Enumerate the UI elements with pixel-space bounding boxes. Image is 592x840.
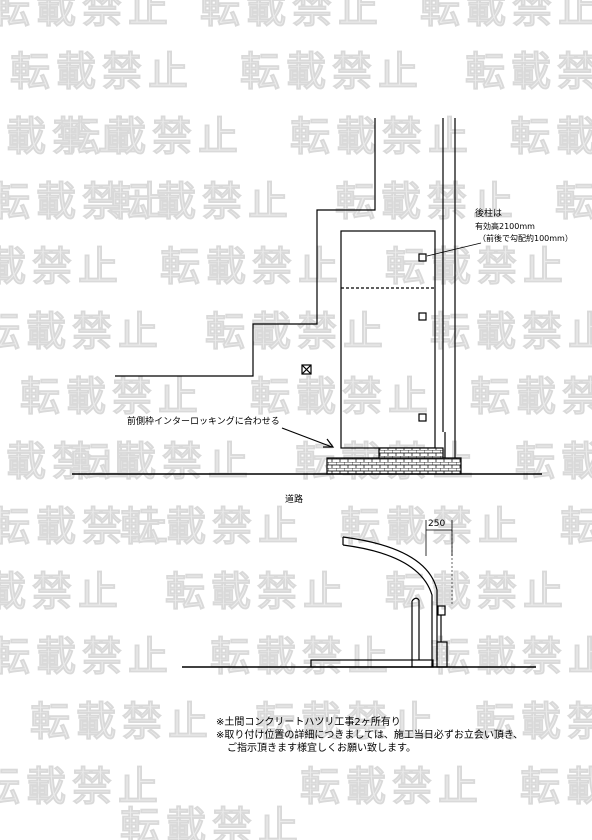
watermark-text: 転載禁止: [510, 114, 592, 160]
watermark-text: 転載禁止: [520, 764, 592, 810]
watermark-text: 転載禁止: [430, 634, 592, 680]
crossed-marker-line: [301, 364, 312, 375]
watermark-text: 転載禁止: [240, 49, 424, 95]
watermark-text: 転載禁止: [70, 439, 254, 485]
crossed-marker: [301, 364, 312, 375]
road-label: 道路: [285, 493, 303, 505]
elevation-view: [182, 520, 536, 668]
front-post-cap: [411, 597, 420, 602]
watermark-text: 転載禁止: [0, 569, 124, 615]
watermark-text: 転載禁止: [420, 0, 592, 32]
curved-roof: [342, 536, 438, 667]
watermark-text: 転載禁止: [205, 309, 389, 355]
plan-labels: 後柱は 有効高2100mm （前後で勾配約100mm） 前側枠インターロッキング…: [127, 207, 573, 505]
watermark-text: 転載禁止: [20, 374, 204, 420]
note-line-2: ※取り付け位置の詳細につきましては、施工当日必ずお立会い頂き、: [216, 728, 523, 741]
interlocking-block: [326, 457, 462, 475]
watermark-text: 転載禁止: [0, 764, 164, 810]
rear-post-leader: [426, 242, 482, 257]
notes: ※土間コンクリートハツリ工事2ヶ所有り ※取り付け位置の詳細につきましては、施工…: [216, 715, 523, 754]
plan-view: [72, 118, 542, 475]
watermark-text: 転載禁止: [120, 804, 304, 840]
watermark-text: 転載禁止: [385, 244, 569, 290]
watermark-text: 転載禁止: [300, 764, 484, 810]
watermark-text: 転載禁止: [290, 114, 474, 160]
watermark-text: 転載禁止: [0, 504, 174, 550]
watermark-text: 転載禁止: [0, 114, 144, 160]
note-line-3: ご指示頂きます様宜しくお願い致します。: [227, 741, 416, 754]
watermark-text: 転載禁止: [160, 244, 344, 290]
watermark-text: 転載禁止: [120, 504, 304, 550]
rear-post-base: [436, 641, 448, 668]
interlocking-block-upper: [378, 447, 444, 459]
watermark-text: 転載禁止: [555, 179, 592, 225]
interlocking-arrow: [281, 427, 333, 448]
watermark-text: 転載禁止: [110, 179, 294, 225]
post-marker: [418, 312, 427, 321]
watermark-text: 転載禁止: [0, 439, 144, 485]
watermark-text: 転載禁止: [60, 114, 244, 160]
watermark-text: 転載禁止: [200, 0, 384, 32]
post-marker: [418, 413, 427, 422]
rear-post-note: 後柱は: [475, 207, 502, 219]
watermark-text: 転載禁止: [470, 374, 592, 420]
watermark-text: 転載禁止: [165, 569, 349, 615]
building-outline: [115, 118, 376, 377]
concrete-slab: [310, 659, 434, 668]
watermark-text: 転載禁止: [0, 634, 174, 680]
note-line-1: ※土間コンクリートハツリ工事2ヶ所有り: [216, 715, 401, 728]
dimension-label: 250: [428, 519, 445, 529]
watermark-text: 転載禁止: [0, 0, 174, 32]
watermark-text: 転載禁止: [475, 699, 592, 745]
watermark-text: 転載禁止: [0, 179, 174, 225]
rear-post-height: 有効高2100mm: [475, 221, 535, 231]
interlocking-label: 前側枠インターロッキングに合わせる: [127, 415, 280, 427]
watermark-text: 転載禁止: [335, 179, 519, 225]
watermark-text: 転載禁止: [250, 374, 434, 420]
watermark-text: 転載禁止: [30, 699, 214, 745]
watermark-text: 転載禁止: [255, 699, 439, 745]
watermark-text: 転載禁止: [385, 569, 569, 615]
watermark-text: 転載禁止: [465, 49, 592, 95]
watermark-text: 転載禁止: [515, 439, 592, 485]
watermark-text: 転載禁止: [10, 49, 194, 95]
post-marker: [418, 253, 427, 262]
interlocking-arrowhead: [323, 438, 335, 448]
watermark-text: 転載禁止: [0, 309, 164, 355]
watermark-text: 転載禁止: [430, 309, 592, 355]
watermark-text: 転載禁止: [0, 244, 124, 290]
watermark-text: 転載禁止: [560, 504, 592, 550]
watermark-text: 転載禁止: [340, 504, 524, 550]
watermark-text: 転載禁止: [210, 634, 394, 680]
rear-post-slope: （前後で勾配約100mm）: [478, 233, 573, 243]
